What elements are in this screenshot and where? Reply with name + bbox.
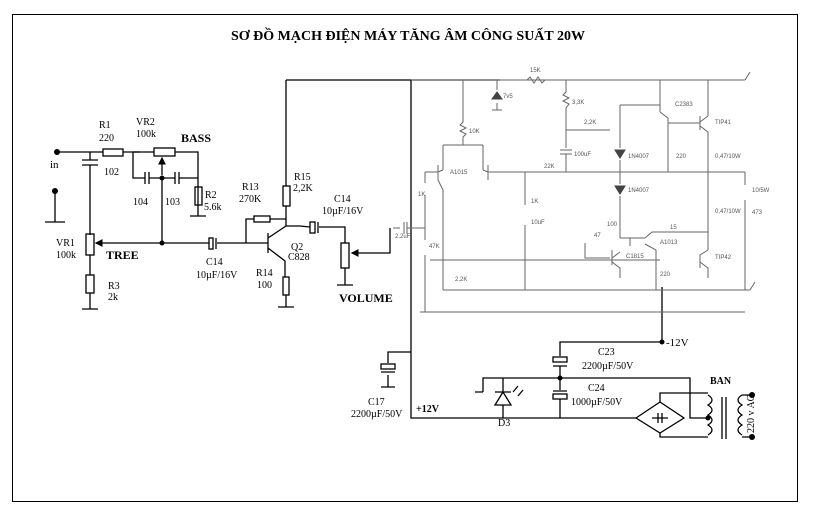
c23-value: 2200µF/50V — [582, 361, 634, 372]
resistor-r15 — [282, 185, 291, 207]
c24-value: 1000µF/50V — [571, 397, 623, 408]
minus12v-label: -12V — [666, 337, 689, 349]
c14a-name: C14 — [206, 257, 223, 268]
amp-c1815: C1815 — [626, 254, 644, 260]
amp-c47: 47 — [594, 233, 601, 239]
amp-c2383: C2383 — [675, 102, 693, 108]
r15-value: 2,2K — [293, 183, 314, 194]
volume-potentiometer[interactable] — [340, 242, 350, 269]
q2-value: C828 — [288, 252, 310, 263]
diagram-frame — [12, 14, 798, 502]
r2-name: R2 — [205, 190, 217, 201]
c14a-value: 10µF/16V — [196, 270, 238, 281]
amp-r1k: 1K — [531, 199, 538, 205]
c103-label: 103 — [165, 197, 180, 208]
c104-label: 104 — [133, 197, 148, 208]
amp-r10-5w: 10/5W — [752, 188, 770, 194]
r1-value: 220 — [99, 133, 114, 144]
amp-a1015: A1015 — [450, 170, 468, 176]
power-supply-section: -12V C23 2200µF/50V C24 1000µF/50V D3 BA — [475, 287, 757, 440]
capacitor-c24-body — [552, 393, 568, 400]
amp-c473: 473 — [752, 210, 763, 216]
amp-d2: 1N4007 — [628, 188, 650, 194]
potentiometer-vr2 — [153, 147, 176, 157]
r1-name: R1 — [99, 120, 111, 131]
plus12v-label: +12V — [416, 404, 440, 415]
volume-label: VOLUME — [339, 291, 393, 305]
diagram-title: SƠ ĐỒ MẠCH ĐIỆN MÁY TĂNG ÂM CÔNG SUẤT 20… — [231, 26, 585, 44]
amp-r1k-in: 1K — [418, 192, 425, 198]
vr1-value: 100k — [56, 250, 76, 261]
vr2-name: VR2 — [136, 117, 155, 128]
q2-name: Q2 — [291, 242, 303, 253]
amp-r220-top: 220 — [676, 154, 687, 160]
c14b-value: 10µF/16V — [322, 206, 364, 217]
ac-input-label: 220 v AC — [746, 394, 757, 433]
transformer-label: BAN — [710, 376, 732, 387]
capacitor-c17: C17 2200µF/50V — [351, 351, 411, 420]
amp-zener: 7v5 — [503, 94, 513, 100]
amp-r047-bot: 0,47/10W — [715, 209, 741, 215]
amp-a1013: A1013 — [660, 240, 678, 246]
amp-c100uf: 100uF — [574, 152, 591, 158]
r2-value: 5.6k — [204, 202, 222, 213]
c14b-name: C14 — [334, 194, 351, 205]
amp-c10uf: 10uF — [531, 220, 545, 226]
tree-label: TREE — [106, 248, 139, 262]
capacitor-c23-body — [552, 356, 568, 363]
r15-name: R15 — [294, 172, 311, 183]
resistor-r3 — [85, 274, 95, 294]
resistor-r13 — [253, 215, 271, 223]
amp-r220-bot: 220 — [660, 272, 671, 278]
amp-r15k: 15K — [530, 68, 541, 74]
amp-r33k: 3,3K — [572, 100, 584, 106]
amp-tip41: TIP41 — [715, 120, 732, 126]
r3-value: 2k — [108, 292, 118, 303]
power-amp-section: 15K 7v5 10K A1015 1K 47K 2.2uF 3,3K 2,2K… — [393, 68, 770, 313]
c17-name: C17 — [368, 397, 385, 408]
c102-label: 102 — [104, 167, 119, 178]
d3-name: D3 — [498, 418, 510, 429]
amp-r22k-bot: 2,2K — [455, 277, 467, 283]
amp-r47k: 47K — [429, 244, 440, 250]
amp-tip42: TIP42 — [715, 255, 732, 261]
resistor-r1 — [102, 148, 124, 157]
bass-label: BASS — [181, 131, 211, 145]
amp-r047-top: 0,47/10W — [715, 154, 741, 160]
amp-r15: 15 — [670, 225, 677, 231]
c17-value: 2200µF/50V — [351, 409, 403, 420]
vr2-value: 100k — [136, 129, 156, 140]
amp-d1: 1N4007 — [628, 154, 650, 160]
r13-value: 270K — [239, 194, 262, 205]
r14-name: R14 — [256, 268, 273, 279]
amp-r10k: 10K — [469, 129, 480, 135]
c23-name: C23 — [598, 347, 615, 358]
amp-r22k: 22K — [544, 164, 555, 170]
c24-name: C24 — [588, 383, 605, 394]
amp-pot100: 100 — [607, 222, 618, 228]
amp-r22k-top: 2,2K — [584, 120, 596, 126]
resistor-r14 — [282, 276, 290, 296]
preamp-section: R13 270K R15 2,2K Q2 C828 R14 100 C14 10… — [239, 80, 393, 308]
bridge-rectifier — [634, 401, 686, 434]
r14-value: 100 — [257, 280, 272, 291]
input-label: in — [50, 159, 59, 171]
vr1-name: VR1 — [56, 238, 75, 249]
amp-c22uf: 2.2uF — [395, 234, 411, 240]
tone-control-section: in R1 220 102 VR2 100k BASS 104 103 R2 5… — [45, 117, 246, 310]
transformer-ban: BAN 220 v AC — [705, 376, 757, 440]
r3-name: R3 — [108, 281, 120, 292]
potentiometer-vr1 — [85, 233, 95, 256]
r13-name: R13 — [242, 182, 259, 193]
